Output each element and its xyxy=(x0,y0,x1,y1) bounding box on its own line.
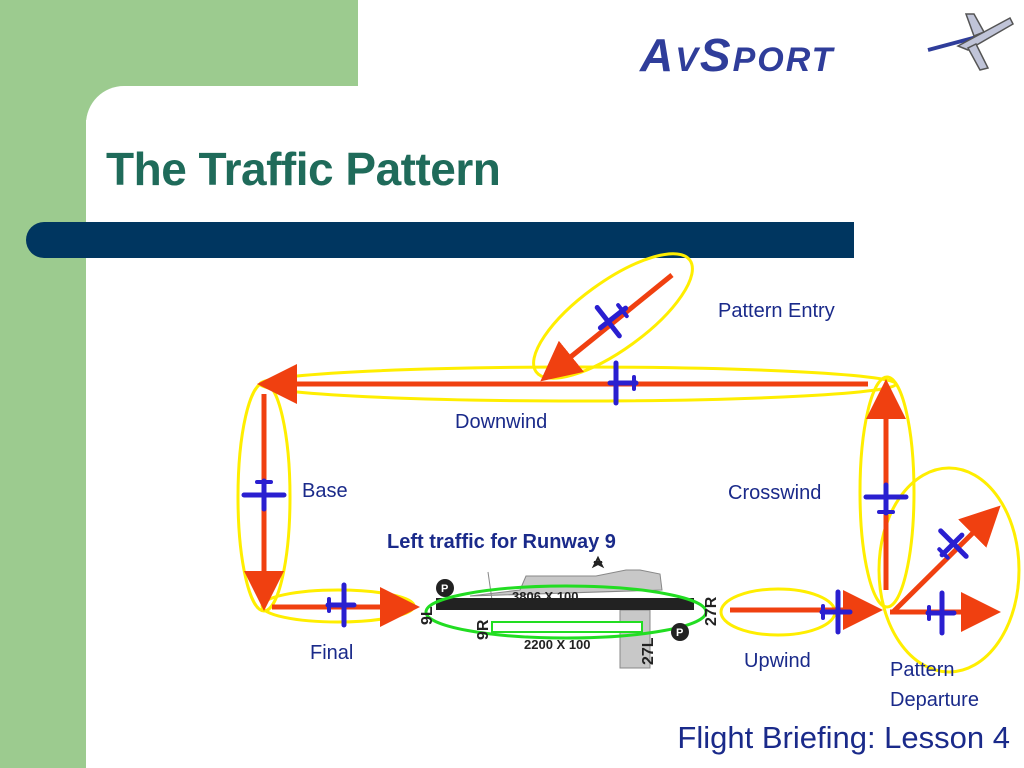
parking-marker-east: P xyxy=(676,627,683,639)
runway-27l-label: 27L xyxy=(640,637,657,665)
logo-letter-s: S xyxy=(699,29,733,81)
background-accent-left xyxy=(0,0,86,768)
diagram-subtitle: Left traffic for Runway 9 xyxy=(387,531,616,553)
runway-27r-label: 27R xyxy=(703,596,720,626)
departure-ellipse xyxy=(877,466,1021,674)
airplane-icons xyxy=(241,303,969,636)
runway-ring xyxy=(424,584,708,640)
label-pattern-entry: Pattern Entry xyxy=(718,300,835,322)
label-downwind: Downwind xyxy=(455,411,548,433)
slide-title: The Traffic Pattern xyxy=(106,143,501,195)
label-final: Final xyxy=(310,642,354,664)
airplane-icon xyxy=(927,13,1014,71)
runway-9r-label: 9R xyxy=(475,619,492,640)
label-base: Base xyxy=(302,480,348,502)
slide-footer: Flight Briefing: Lesson 4 xyxy=(677,720,1010,755)
upwind-plane-icon xyxy=(819,589,853,635)
airport-diagram xyxy=(424,555,708,669)
crosswind-plane-icon xyxy=(863,482,909,516)
parking-marker-west: P xyxy=(441,583,448,595)
label-crosswind: Crosswind xyxy=(728,482,822,504)
pattern-entry-ellipse xyxy=(532,252,694,380)
title-underline-bar xyxy=(26,222,854,258)
departure-diagonal-plane-icon xyxy=(937,528,969,560)
logo-letter-v: V xyxy=(675,41,700,79)
base-plane-icon xyxy=(241,478,287,512)
crosswind-ellipse xyxy=(858,375,916,609)
logo-word-port: PORT xyxy=(732,41,835,79)
final-plane-icon xyxy=(325,582,357,628)
label-pattern-departure-line2: Departure xyxy=(890,689,979,711)
logo-letter-a: A xyxy=(640,29,676,81)
avsport-logo: AVSPORT xyxy=(640,28,834,82)
pattern-entry-plane-icon xyxy=(594,303,629,339)
runway-bottom-dimension: 2200 X 100 xyxy=(524,637,591,652)
runway-top-dimension: 3806 X 100 xyxy=(512,589,579,604)
departure-arrow-diagonal xyxy=(891,505,1001,614)
runway-9l-label: 9L xyxy=(419,606,436,625)
departure-straight-plane-icon xyxy=(925,590,957,636)
label-upwind: Upwind xyxy=(744,650,811,672)
pattern-arrows xyxy=(244,273,1001,632)
downwind-plane-icon xyxy=(607,360,639,406)
label-pattern-departure-line1: Pattern xyxy=(890,659,955,681)
